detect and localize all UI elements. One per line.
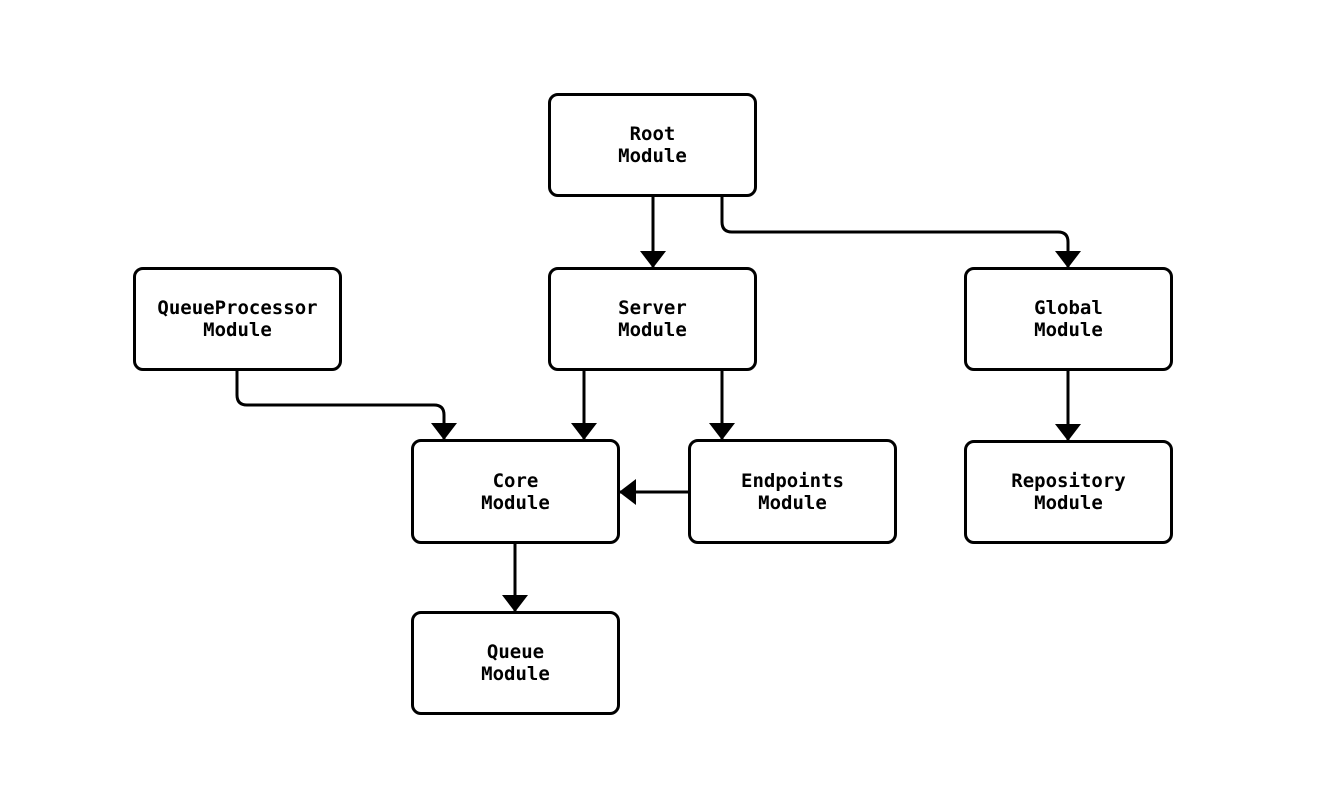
node-label-line: QueueProcessor bbox=[157, 297, 318, 319]
node-server-module: Server Module bbox=[548, 267, 757, 371]
node-label-line: Module bbox=[1034, 319, 1103, 341]
edge-root-module-to-global-module bbox=[720, 197, 1081, 268]
node-endpoints-module: Endpoints Module bbox=[688, 439, 897, 544]
node-queueprocessor-module: QueueProcessor Module bbox=[133, 267, 342, 371]
node-label-line: Core bbox=[492, 469, 539, 492]
node-core-module: Core Module bbox=[411, 439, 620, 544]
node-root-module: Root Module bbox=[548, 93, 757, 197]
node-label-line: Module bbox=[618, 319, 687, 341]
node-label-line: Module bbox=[1034, 492, 1103, 514]
node-repository-module: Repository Module bbox=[964, 440, 1173, 544]
node-label-line: Module bbox=[618, 145, 687, 167]
node-global-module: Global Module bbox=[964, 267, 1173, 371]
node-label-line: Server bbox=[618, 297, 687, 319]
node-label-line: Module bbox=[481, 491, 550, 514]
node-queue-module: Queue Module bbox=[411, 611, 620, 715]
node-label-line: Global bbox=[1034, 297, 1103, 319]
node-label-line: Module bbox=[481, 663, 550, 685]
node-label-line: Module bbox=[758, 491, 827, 514]
node-label-line: Repository bbox=[1011, 470, 1126, 492]
node-label-line: Endpoints bbox=[741, 469, 844, 492]
node-label-line: Module bbox=[203, 319, 272, 341]
node-label-line: Root bbox=[629, 123, 676, 145]
edge-queueprocessor-module-to-core-module bbox=[235, 371, 457, 440]
node-label-line: Queue bbox=[486, 641, 545, 663]
